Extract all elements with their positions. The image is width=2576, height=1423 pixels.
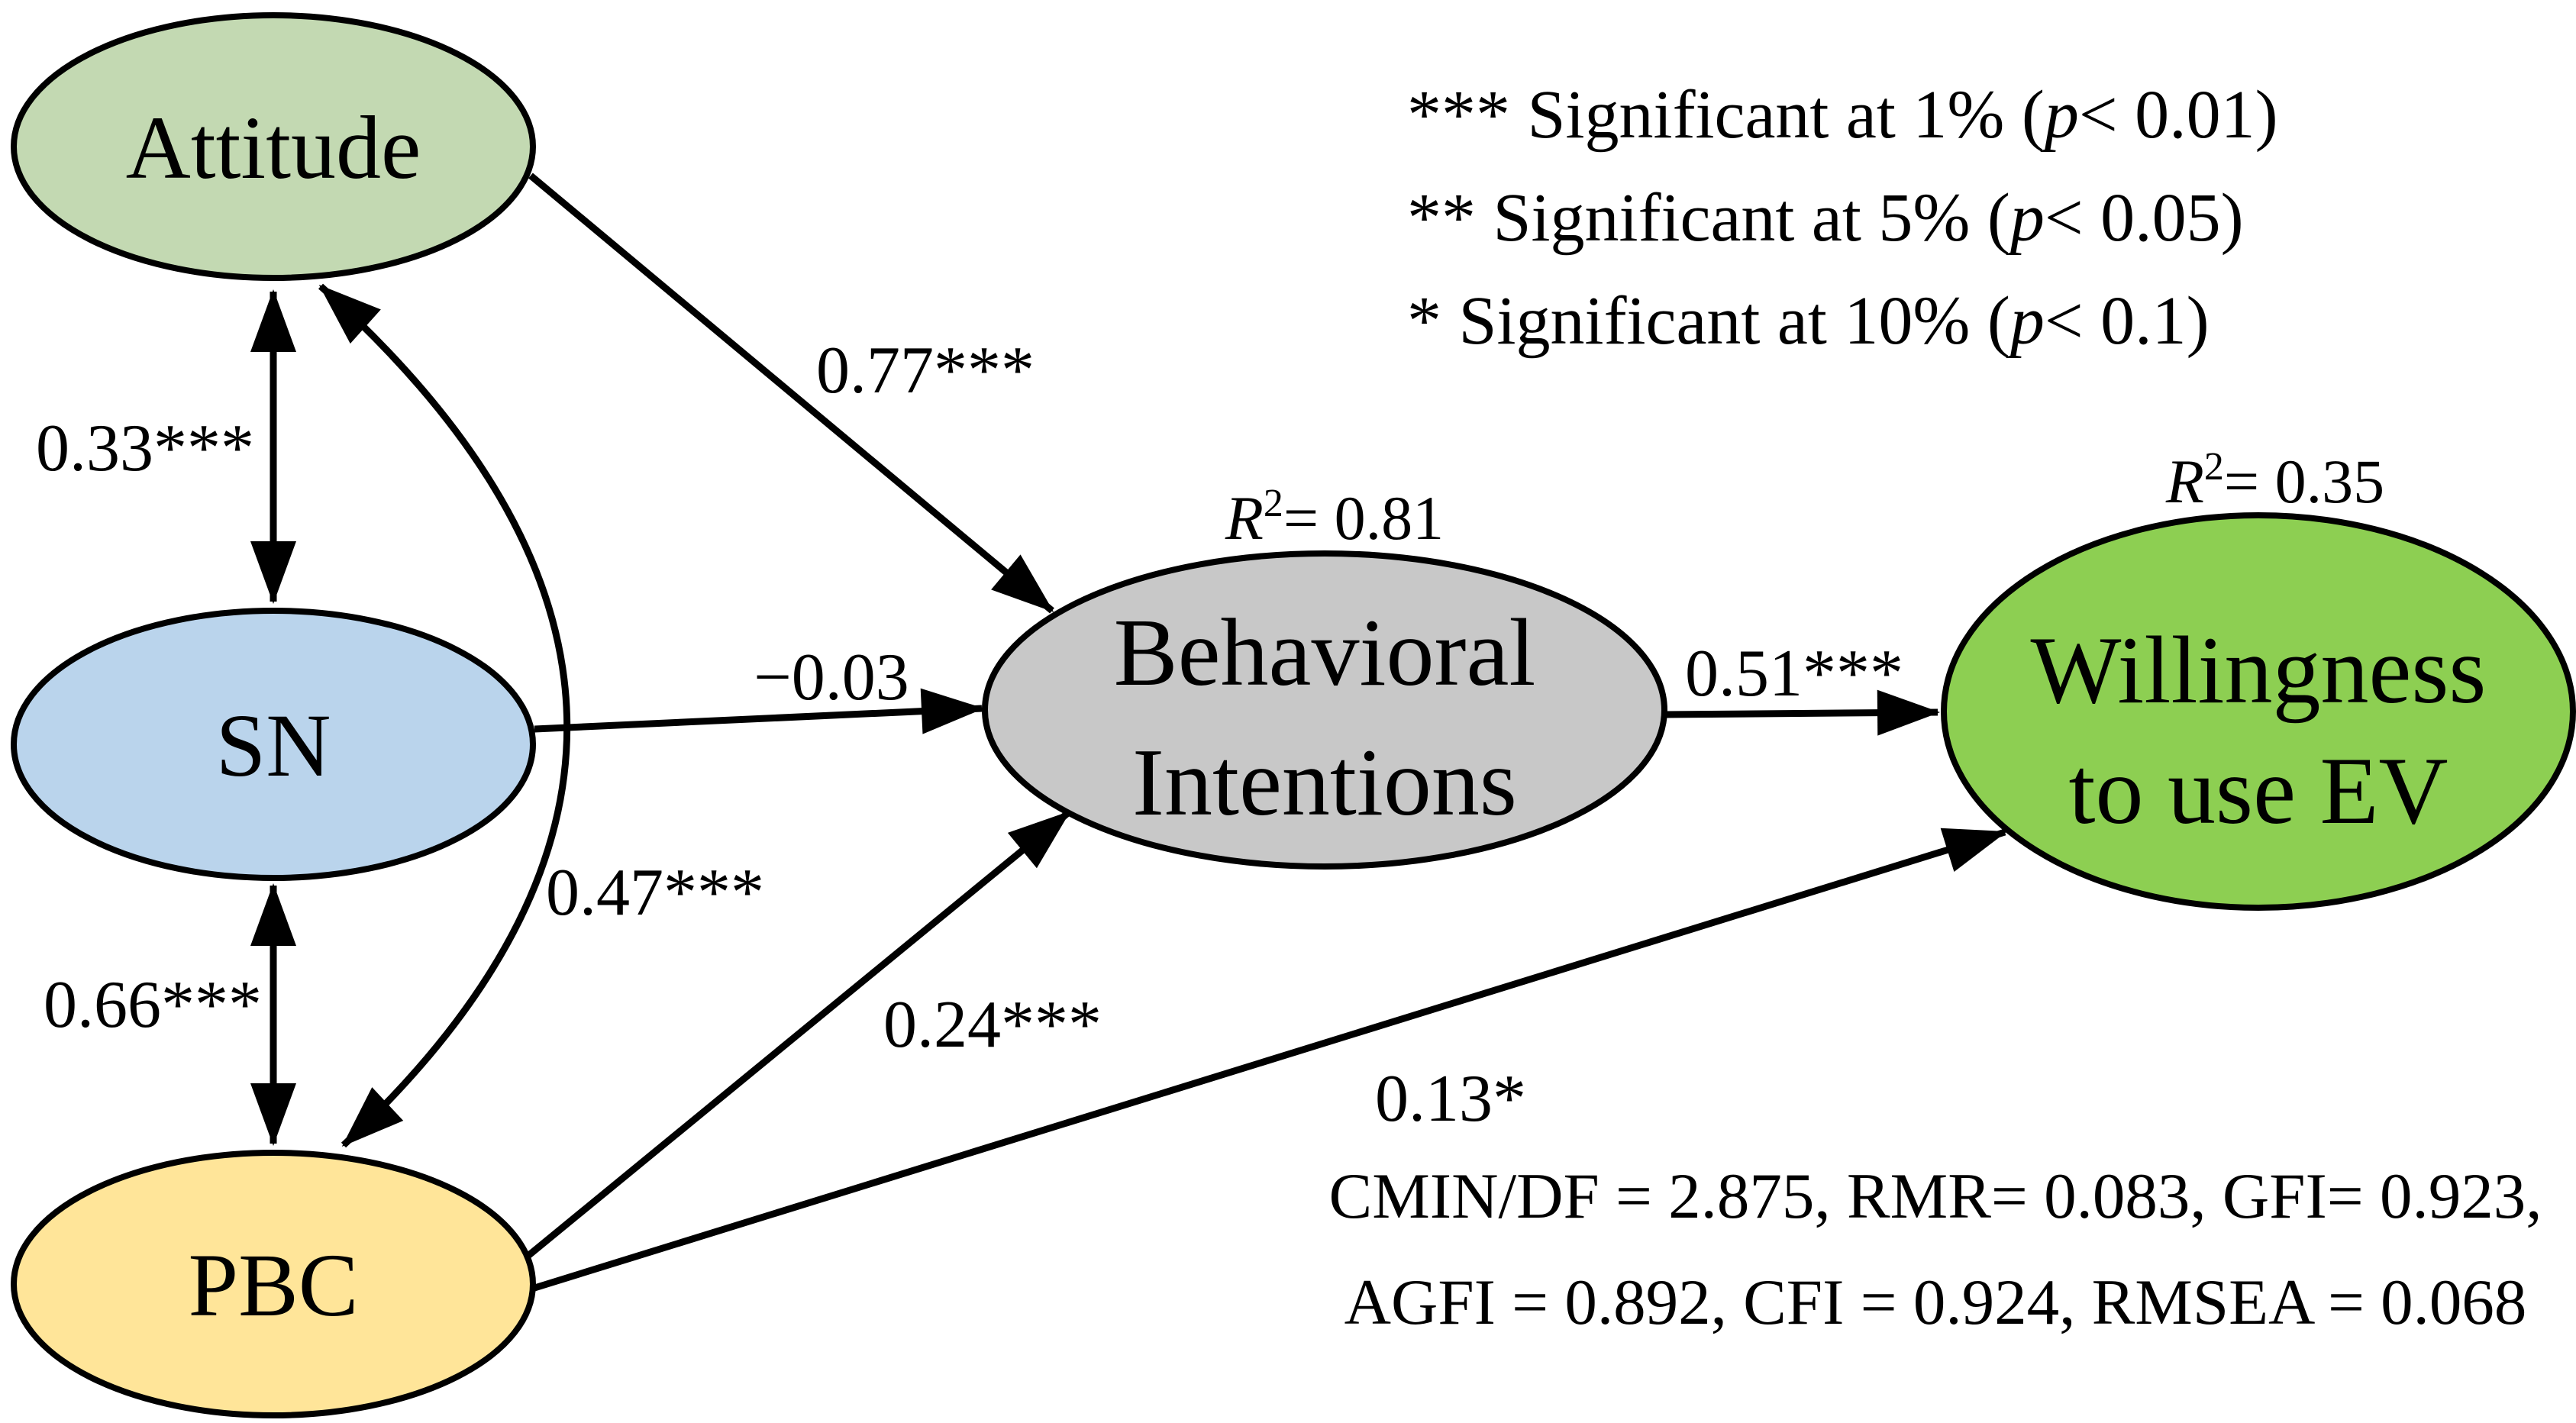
coef-bi-ev: 0.51*** (1685, 637, 1903, 711)
edge-attitude-to-behavioral-intentions (528, 173, 1054, 614)
behavioral-intentions-label-line1: Behavioral (1114, 600, 1536, 706)
coef-pbc-bi: 0.24*** (883, 988, 1102, 1062)
sn-node-label: SN (216, 695, 331, 795)
attitude-node-label: Attitude (126, 98, 421, 198)
legend-line-10pct: * Significant at 10% (p< 0.1) (1407, 283, 2210, 359)
behavioral-intentions-node (982, 550, 1667, 870)
edge-pbc-to-behavioral-intentions (523, 809, 1071, 1261)
behavioral-intentions-label-line2: Intentions (1132, 730, 1517, 836)
attitude-node (11, 12, 536, 281)
edge-attitude-pbc-covariance (318, 283, 571, 1148)
legend-line-5pct: ** Significant at 5% (p< 0.05) (1407, 180, 2244, 256)
pbc-node (11, 1150, 536, 1418)
willingness-ev-label-line1: Willingness (2031, 618, 2487, 724)
pbc-node-label: PBC (188, 1235, 358, 1335)
legend-line-1pct: *** Significant at 1% (p< 0.01) (1407, 77, 2278, 153)
willingness-ev-node (1941, 512, 2576, 911)
edge-behavioral-intentions-to-willingness (1664, 689, 1940, 736)
r-squared-behavioral-intentions: R2= 0.81 (1225, 482, 1444, 553)
coef-attitude-bi: 0.77*** (816, 334, 1035, 408)
sn-node (11, 608, 536, 881)
willingness-ev-label-line2: to use EV (2069, 738, 2448, 844)
edge-pbc-to-willingness (531, 828, 2007, 1292)
fit-statistics-line2: AGFI = 0.892, CFI = 0.924, RMSEA = 0.068 (1344, 1267, 2527, 1338)
coef-attitude-sn: 0.33*** (36, 411, 254, 486)
fit-statistics-line1: CMIN/DF = 2.875, RMR= 0.083, GFI= 0.923, (1329, 1160, 2542, 1232)
r-squared-willingness-ev: R2= 0.35 (2165, 445, 2384, 516)
coef-sn-pbc: 0.66*** (44, 968, 262, 1042)
coef-pbc-ev: 0.13* (1375, 1062, 1526, 1136)
edge-sn-to-behavioral-intentions (534, 688, 984, 734)
coef-sn-bi: −0.03 (754, 641, 909, 715)
coef-attitude-pbc: 0.47*** (546, 856, 764, 930)
